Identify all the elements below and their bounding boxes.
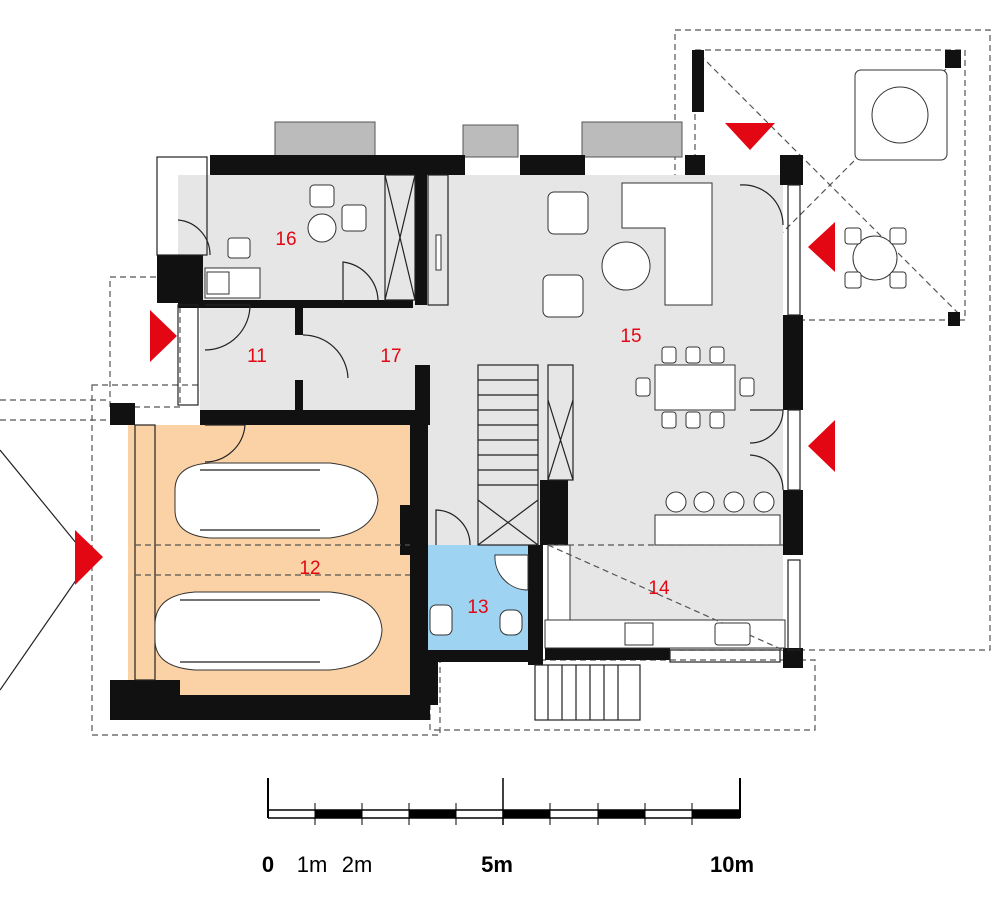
room-17-floor: [298, 305, 428, 415]
arrow-icon: [75, 530, 103, 585]
bathroom-furniture: [429, 554, 529, 636]
room-label-13: 13: [467, 597, 488, 618]
scale-label-0: 0: [262, 852, 274, 877]
office-furniture: [204, 174, 449, 306]
living-furniture: [542, 182, 781, 546]
walls: [110, 50, 961, 720]
room-label-17: 17: [380, 346, 401, 367]
stairs: [477, 364, 641, 721]
window-lines: [134, 156, 801, 681]
scale-label-10m: 10m: [710, 852, 754, 877]
arrow-icon: [808, 420, 835, 472]
scale-label-5m: 5m: [481, 852, 513, 877]
arrow-icon: [808, 222, 835, 272]
doors: [177, 184, 784, 546]
room-label-16: 16: [275, 229, 296, 250]
room-label-15: 15: [620, 326, 641, 347]
room-11-floor: [200, 305, 298, 415]
room-label-12: 12: [299, 558, 320, 579]
terrace-furniture: [844, 69, 948, 289]
arrow-icon: [150, 310, 177, 362]
entrance-arrows: [75, 123, 835, 585]
scale-label-2m: 2m: [342, 852, 373, 877]
roof-grilles: [274, 121, 683, 158]
scale-label-1m: 1m: [297, 852, 328, 877]
arrow-icon: [725, 123, 775, 150]
room-label-14: 14: [648, 578, 670, 599]
kitchen-furniture: [544, 544, 786, 651]
room-labels: 11 12 13 14 15 16 17: [247, 229, 670, 618]
scale-bar: 0 1m 2m 5m 10m: [262, 778, 754, 877]
room-label-11: 11: [247, 346, 267, 367]
garage-cars: [135, 462, 410, 671]
